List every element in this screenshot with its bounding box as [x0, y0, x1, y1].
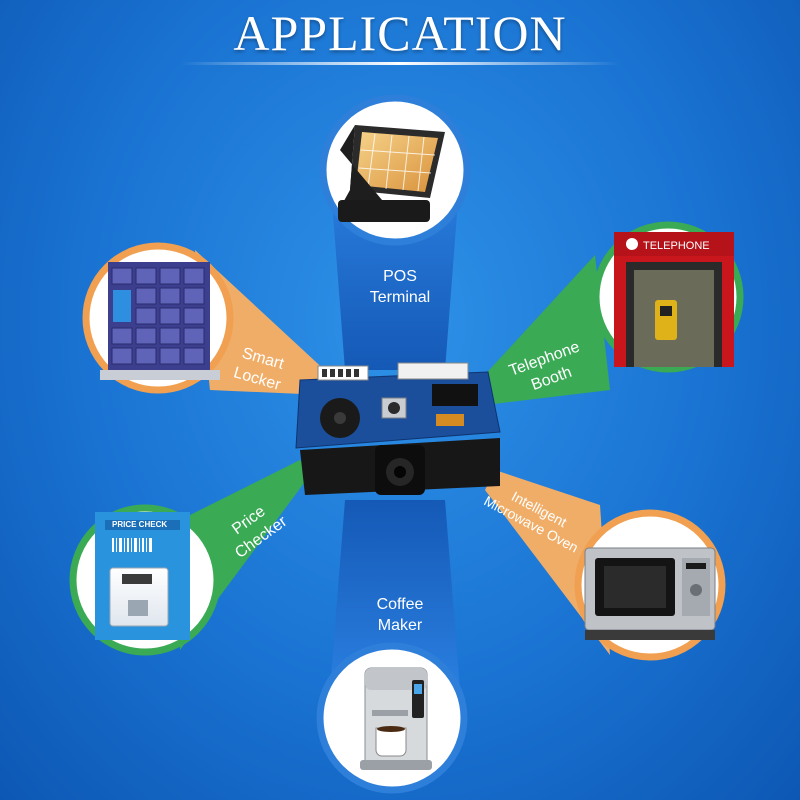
telephone-sign: TELEPHONE	[643, 240, 710, 252]
pos-terminal-image	[319, 94, 471, 246]
pos-label-line2: Terminal	[369, 289, 431, 306]
page-title: APPLICATION	[233, 5, 567, 61]
beam-telephone	[480, 255, 610, 405]
microwave-oven-image	[574, 509, 726, 661]
beam-coffee	[330, 500, 460, 690]
pos-label-line1: POS	[383, 268, 417, 285]
coffee-label-line1: Coffee	[376, 596, 424, 613]
price-checker-image	[69, 504, 221, 656]
price-check-sign: PRICE CHECK	[112, 520, 167, 529]
barcode-scanner-module	[295, 362, 501, 495]
coffee-maker-label: Coffee Maker	[345, 594, 455, 636]
title-underline	[180, 62, 620, 65]
beam-locker	[195, 250, 330, 395]
telephone-booth-image	[592, 221, 744, 373]
coffee-maker-image	[316, 642, 468, 794]
smart-locker-image	[82, 242, 234, 394]
coffee-label-line2: Maker	[377, 617, 423, 634]
pos-terminal-label: POS Terminal	[345, 266, 455, 308]
